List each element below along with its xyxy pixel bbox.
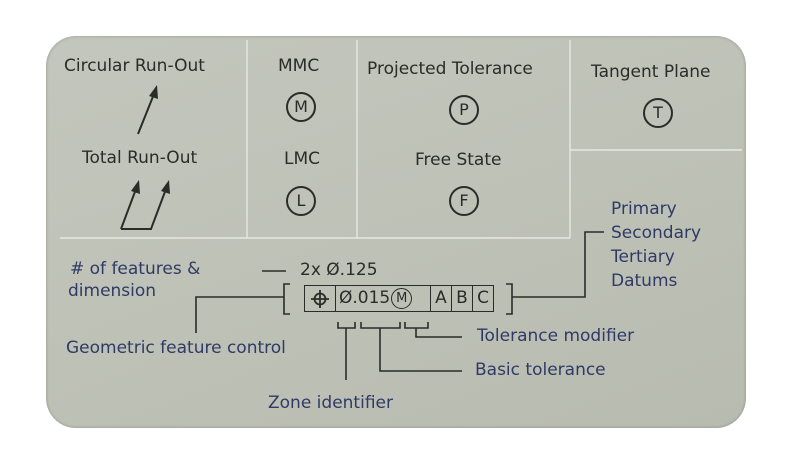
free-state-circle-icon: F bbox=[449, 186, 479, 216]
fcf-tolerance-cell: Ø.015 M bbox=[335, 285, 431, 312]
total-runout-label: Total Run-Out bbox=[82, 148, 198, 168]
total-runout-arrowheads bbox=[131, 180, 170, 194]
fcf-datum-c: C bbox=[472, 285, 494, 312]
basic-tolerance-leader bbox=[379, 328, 462, 372]
lmc-label: LMC bbox=[284, 149, 321, 169]
tolerance-modifier-leader bbox=[415, 328, 462, 338]
datums-leader bbox=[512, 231, 604, 298]
mmc-circle-icon: M bbox=[286, 92, 316, 122]
gdt-reference-card bbox=[46, 36, 746, 428]
fcf-under-brackets bbox=[337, 322, 429, 329]
projected-tolerance-circle-icon: P bbox=[449, 95, 479, 125]
position-crosshair-icon bbox=[311, 289, 329, 308]
basic-tolerance-label: Basic tolerance bbox=[475, 360, 606, 380]
mmc-label: MMC bbox=[278, 56, 320, 76]
primary-label: Primary bbox=[611, 199, 677, 219]
free-state-label: Free State bbox=[415, 150, 502, 170]
geometric-feature-control-label: Geometric feature control bbox=[66, 338, 286, 358]
datums-label: Datums bbox=[611, 271, 678, 291]
tolerance-modifier-label: Tolerance modifier bbox=[477, 326, 635, 346]
tangent-plane-circle-icon: T bbox=[643, 98, 673, 128]
features-label-line2: dimension bbox=[68, 281, 157, 301]
grid-dividers bbox=[60, 40, 742, 239]
fcf-position-cell bbox=[304, 285, 336, 312]
circular-runout-arrow-icon bbox=[137, 85, 158, 135]
secondary-label: Secondary bbox=[611, 223, 702, 243]
fcf-mmc-modifier-icon: M bbox=[391, 288, 413, 309]
features-label-line1: # of features & bbox=[70, 259, 201, 279]
zone-identifier-label: Zone identifier bbox=[268, 393, 393, 413]
fcf-datum-b: B bbox=[451, 285, 473, 312]
fcf-datum-a: A bbox=[430, 285, 452, 312]
tertiary-label: Tertiary bbox=[611, 247, 675, 267]
lmc-circle-icon: L bbox=[286, 186, 316, 216]
fcf-tolerance-value: Ø.015 bbox=[339, 288, 391, 308]
projected-tolerance-label: Projected Tolerance bbox=[367, 59, 533, 79]
total-runout-arrows-icon bbox=[120, 188, 167, 230]
dimension-callout: 2x Ø.125 bbox=[300, 260, 378, 280]
tangent-plane-label: Tangent Plane bbox=[591, 62, 711, 82]
fcf-brackets bbox=[283, 283, 513, 315]
geometric-feature-leader bbox=[195, 296, 284, 333]
circular-runout-label: Circular Run-Out bbox=[64, 56, 205, 76]
